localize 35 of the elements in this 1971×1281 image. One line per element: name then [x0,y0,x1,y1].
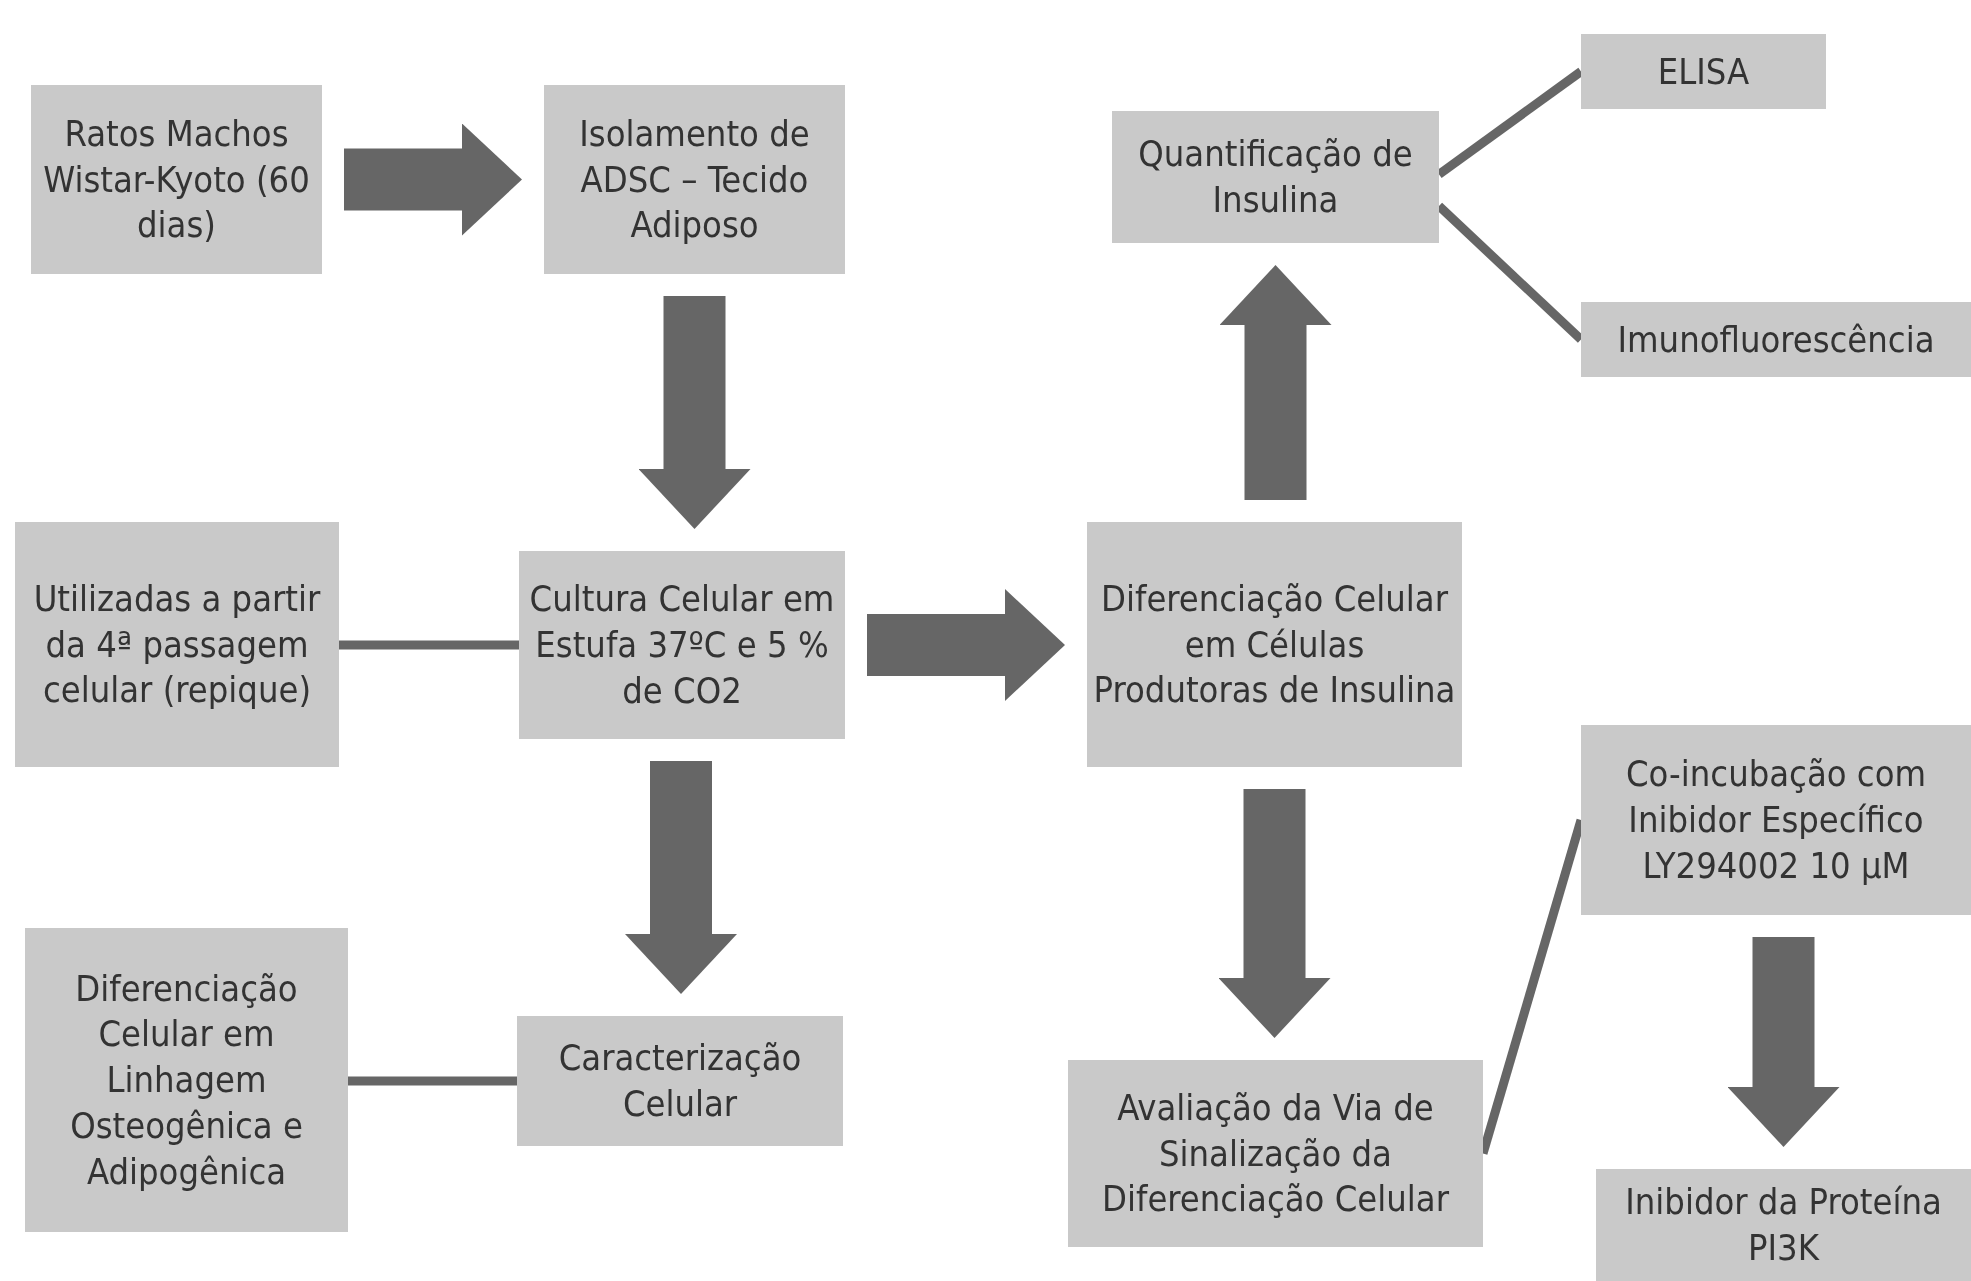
block-arrow [344,123,522,236]
process-box [1581,725,1971,915]
process-box [1087,522,1462,767]
box-label: Imunofluorescência [1617,317,1935,362]
block-arrow [625,761,737,994]
process-box [519,551,845,739]
process-box [1068,1060,1483,1247]
box-label: ELISA [1657,49,1750,94]
box-label: Utilizadas a partir da 4ª passagem celular (repique) [32,576,322,713]
process-box [31,85,322,274]
box-label: Ratos Machos Wistar-Kyoto (60 dias) [42,111,311,248]
block-arrow [1218,789,1331,1038]
box-label: Quantificação de Insulina [1137,132,1414,222]
box-label: Cultura Celular em Estufa 37ºC e 5 % de CO2 [528,577,836,713]
process-box [15,522,339,767]
connector-line [339,640,519,650]
process-box [25,928,348,1232]
block-arrow [867,589,1065,701]
box-label: Inibidor da Proteína PI3K [1624,1180,1943,1270]
process-box [544,85,845,274]
process-box [1581,302,1971,377]
box-label: Isolamento de ADSC – Tecido Adiposo [578,111,811,248]
process-box [1112,111,1439,243]
box-label: Diferenciação Celular em Linhagem Osteogênica e Adipogênica [69,966,304,1194]
process-box [517,1016,843,1146]
box-label: Co-incubação com Inibidor Específico LY294002 10 µM [1625,752,1927,888]
block-arrow [638,296,751,529]
box-label: Caracterização Celular [557,1036,803,1126]
process-box [1581,34,1826,109]
connector-line [348,1076,517,1086]
box-label: Avaliação da Via de Sinalização da Diferenciação Celular [1101,1085,1450,1222]
block-arrow [1727,937,1840,1147]
box-label: Diferenciação Celular em Células Produtoras de Insulina [1093,576,1456,713]
process-box [1596,1169,1971,1281]
block-arrow [1219,265,1332,500]
